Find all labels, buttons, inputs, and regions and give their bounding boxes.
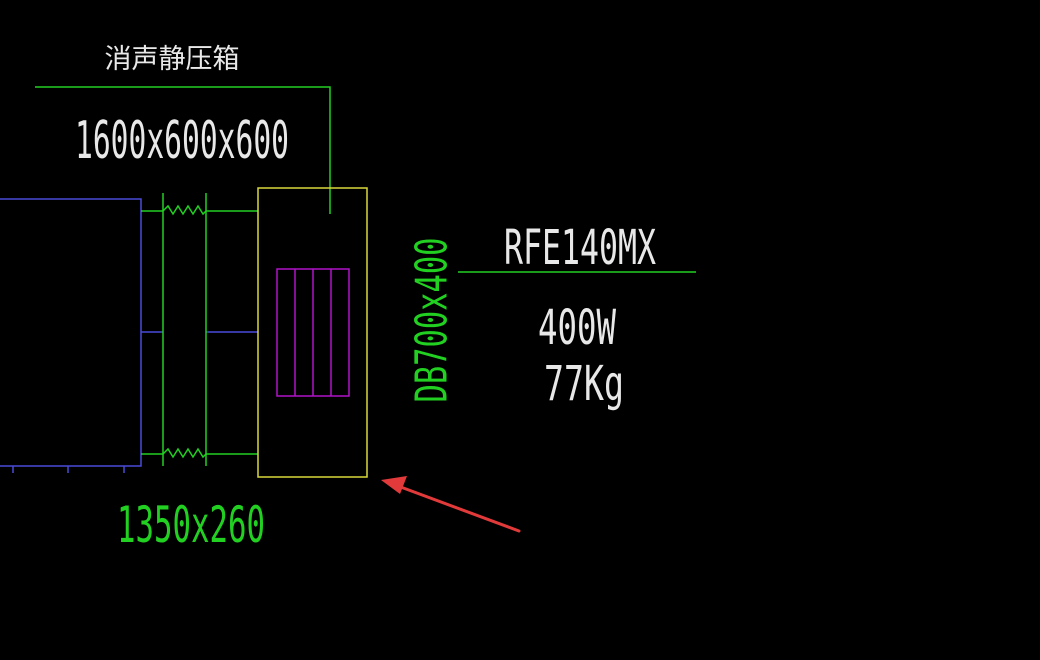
power-text: 400W [538,300,616,356]
box-size-text: 1600x600x600 [75,111,289,171]
box-title-leader-line [35,86,331,214]
vent-diffuser [276,268,350,397]
duct-size-text: 1350x260 [117,496,265,554]
box-title-text: 消声静压箱 [105,44,240,75]
duct-flex-connector [141,193,258,466]
red-annotation-arrow-icon [381,476,521,533]
weight-text: 77Kg [544,356,624,412]
blue-unit [0,198,258,473]
flex-zigzag-bottom [162,447,207,459]
vent-label-text: DB700x400 [407,238,458,403]
flex-zigzag-top [162,204,207,216]
model-text: RFE140MX [504,220,656,276]
static-pressure-box [257,187,368,478]
